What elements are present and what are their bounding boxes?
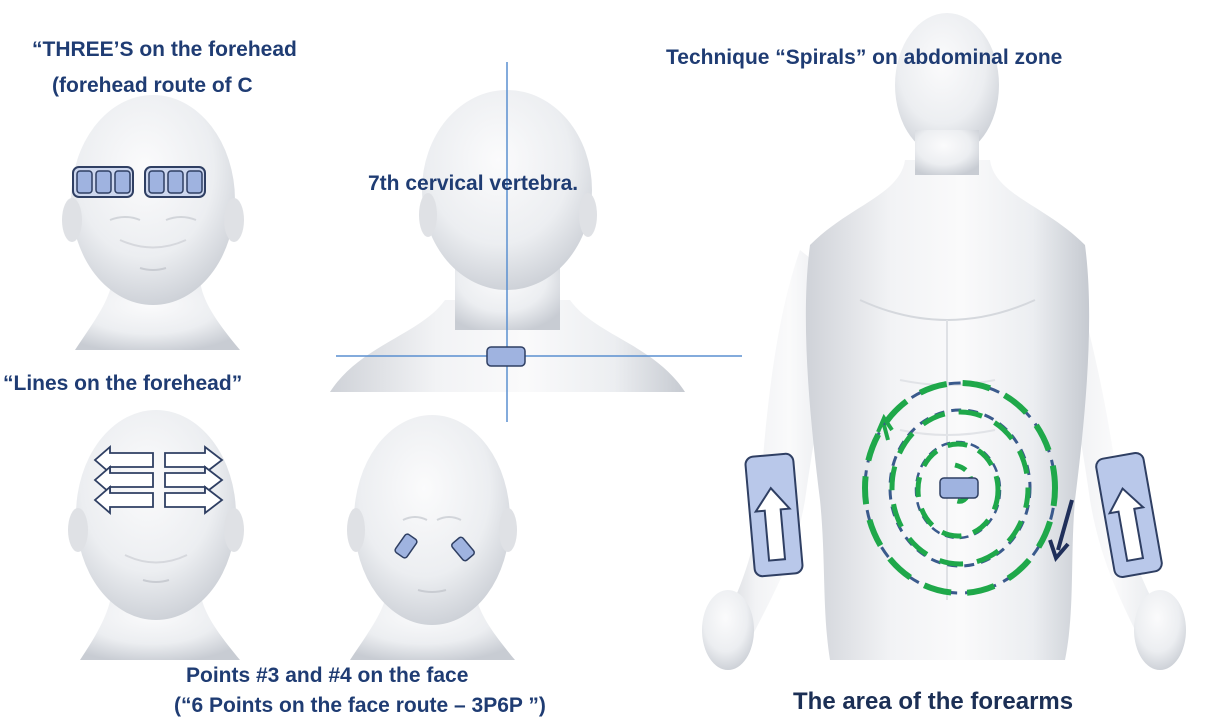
lines-forehead-title: “Lines on the forehead” xyxy=(3,372,242,396)
navel-tape xyxy=(940,478,978,498)
head-forehead-threes xyxy=(62,95,244,350)
forehead-threes-title-line2: (forehead route of C xyxy=(52,74,253,98)
head-forehead-lines xyxy=(68,410,244,660)
forehead-tape-left xyxy=(73,167,133,197)
torso-figure xyxy=(702,13,1186,670)
head-back-cervical xyxy=(330,62,742,422)
head-face-points xyxy=(347,415,517,660)
cervical-tape xyxy=(487,347,525,366)
spirals-title: Technique “Spirals” on abdominal zone xyxy=(666,46,1062,70)
cervical-label: 7th cervical vertebra. xyxy=(368,172,578,196)
forehead-threes-title-line1: “THREE’S on the forehead xyxy=(32,38,297,62)
face-points-title-line1: Points #3 and #4 on the face xyxy=(186,664,468,688)
forearm-tape-left xyxy=(745,453,803,577)
forearms-title: The area of the forearms xyxy=(793,688,1073,716)
forehead-tape-right xyxy=(145,167,205,197)
face-points-title-line2: (“6 Points on the face route – 3P6P ”) xyxy=(174,694,546,718)
